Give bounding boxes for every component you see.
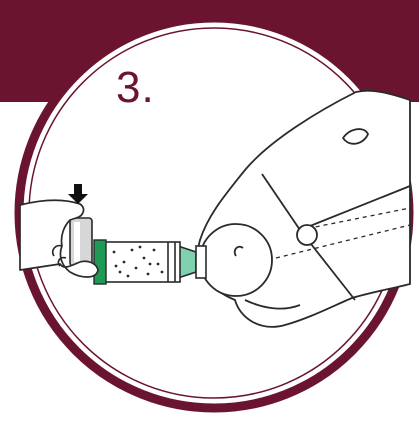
step-number: 3.: [116, 62, 155, 114]
inhaler-canister: [70, 218, 92, 266]
spacer-chamber: [104, 242, 180, 282]
spacer-green-ring: [94, 240, 106, 284]
spacer-mask: [178, 246, 206, 278]
